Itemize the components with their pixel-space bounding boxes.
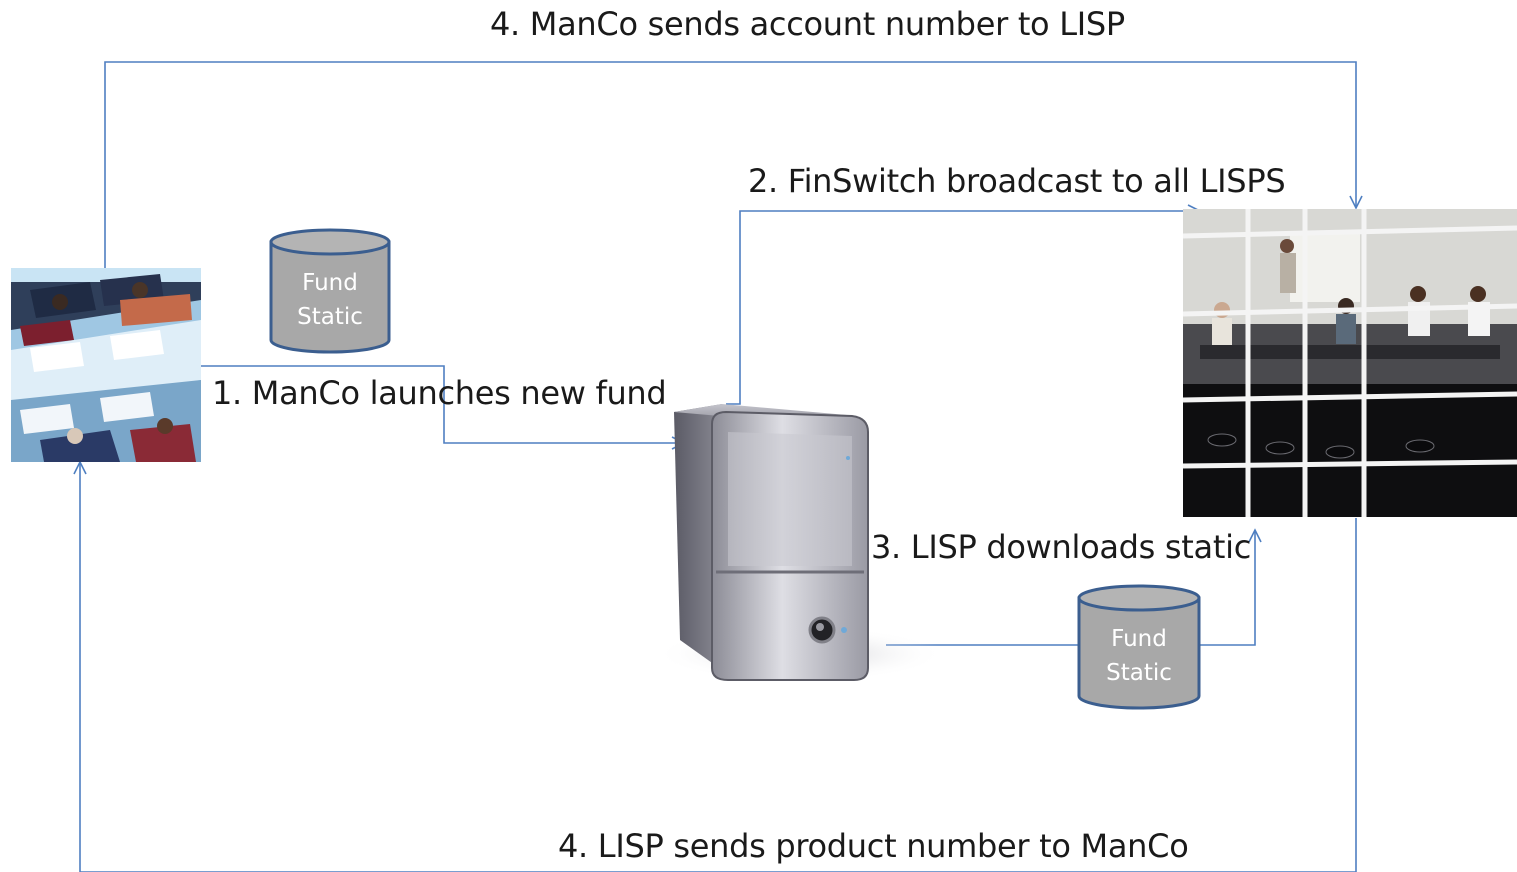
- connector-step3-up: [1200, 528, 1262, 646]
- meeting-room-photo: [1182, 209, 1517, 517]
- fund-static-database-lower: [1077, 584, 1201, 710]
- server-tower-icon: [655, 404, 945, 682]
- connector-step1: [201, 365, 686, 450]
- step2-label: 2. FinSwitch broadcast to all LISPS: [748, 162, 1286, 200]
- step4-top-label: 4. ManCo sends account number to LISP: [490, 5, 1125, 43]
- fund-static-upper-line1: Fund: [302, 270, 358, 296]
- step1-label: 1. ManCo launches new fund: [212, 374, 667, 412]
- connector-step4-top: [104, 61, 1363, 268]
- connector-step2: [726, 204, 1202, 405]
- step4-bottom-label: 4. LISP sends product number to ManCo: [558, 827, 1189, 865]
- fund-static-upper-text: Fund Static: [271, 266, 389, 334]
- fund-static-lower-line2: Static: [1106, 660, 1172, 686]
- step3-label: 3. LISP downloads static: [871, 528, 1251, 566]
- fund-static-lower-line1: Fund: [1111, 626, 1167, 652]
- office-workers-photo: [11, 268, 201, 462]
- fund-static-upper-line2: Static: [297, 304, 363, 330]
- connector-step4-bottom: [73, 460, 1357, 872]
- fund-static-lower-text: Fund Static: [1079, 622, 1199, 690]
- fund-static-database-upper: [269, 228, 391, 354]
